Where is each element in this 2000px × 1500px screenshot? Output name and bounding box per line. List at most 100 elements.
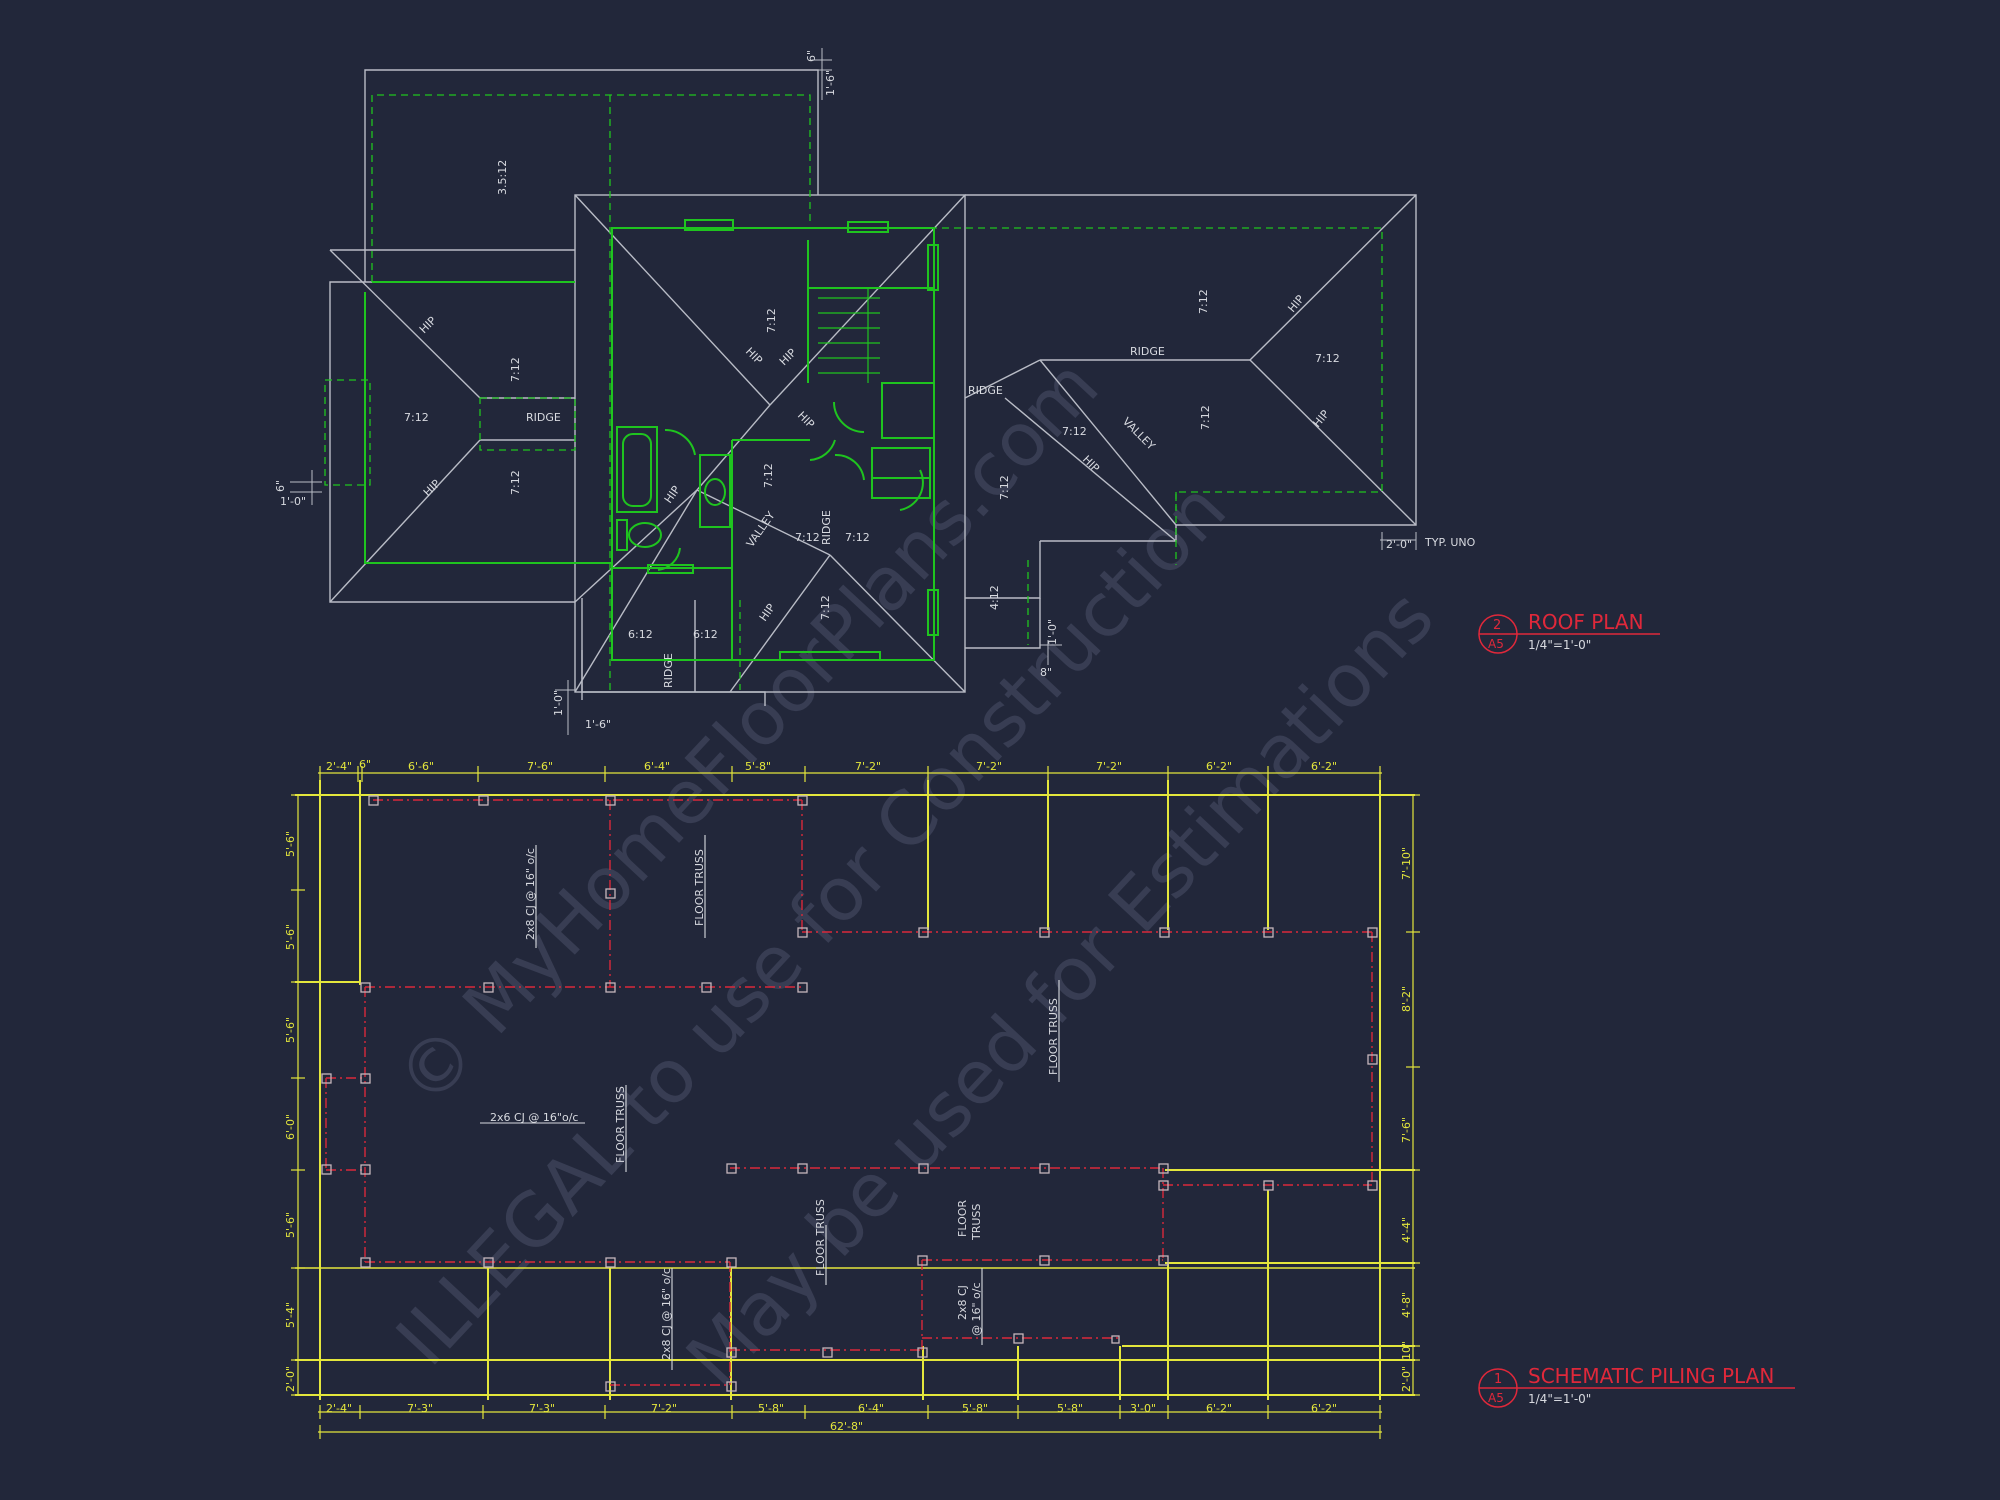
pile <box>483 982 494 993</box>
bottom-dim: 3'-0" <box>1130 1402 1156 1415</box>
note-floor-truss: FLOOR TRUSS <box>1047 998 1060 1075</box>
hip-label: HIP <box>743 345 765 367</box>
bottom-dim: 7'-3" <box>407 1402 433 1415</box>
pile <box>605 982 616 993</box>
ridge-label: RIDGE <box>820 510 833 545</box>
pitch-3-5-12: 3.5:12 <box>496 160 509 195</box>
dim-one-six: 1'-6" <box>585 718 611 731</box>
ridge-label: RIDGE <box>968 384 1003 397</box>
dim-one-six: 1'-6" <box>824 70 837 96</box>
bottom-dimensions: 2'-4" 7'-3" 7'-3" 7'-2" 5'-8" 6'-4" 5'-8… <box>326 1402 1337 1433</box>
pile <box>1263 927 1274 938</box>
typ-uno-label: TYP. UNO <box>1424 536 1476 549</box>
hip-label: HIP <box>777 346 799 368</box>
note-floor-truss: FLOOR TRUSS <box>614 1086 627 1163</box>
piling-plan-title: 1 A5 SCHEMATIC PILING PLAN 1/4"=1'-0" <box>1478 1364 1795 1408</box>
hip-label: HIP <box>1310 407 1332 430</box>
bottom-dim: 2'-4" <box>326 1402 352 1415</box>
pitch-7-12: 7:12 <box>1062 425 1087 438</box>
pitch-6-12: 6:12 <box>693 628 718 641</box>
dim-one-zero: 1'-0" <box>552 690 565 716</box>
piling-plan-title-text: SCHEMATIC PILING PLAN <box>1528 1364 1774 1388</box>
stairs <box>818 288 880 383</box>
pile <box>726 1163 737 1174</box>
pitch-7-12: 7:12 <box>1197 289 1210 314</box>
dim-two-zero: 2'-0" <box>1386 538 1412 551</box>
left-dim: 2'-0" <box>284 1366 297 1392</box>
right-dim: 8'-2" <box>1400 986 1413 1012</box>
pile <box>605 1381 616 1392</box>
piling-beams <box>325 799 1373 1386</box>
left-dimensions: 5'-6" 5'-6" 5'-6" 6'-0" 5'-6" 5'-4" 2'-0… <box>284 831 297 1392</box>
pile <box>605 795 616 806</box>
right-dim: 4'-8" <box>1400 1292 1413 1318</box>
pile <box>483 1257 494 1268</box>
pitch-7-12: 7:12 <box>509 357 522 382</box>
note-cj-2x8-b: 2x8 CJ @ 16" o/c <box>660 1268 673 1360</box>
roof-dim-marks <box>290 48 1417 735</box>
pitch-7-12: 7:12 <box>998 475 1011 500</box>
bottom-dim: 7'-3" <box>529 1402 555 1415</box>
dim-six-in: 6" <box>274 480 287 492</box>
hip-label: HIP <box>421 477 443 499</box>
ridge-label: RIDGE <box>662 653 675 688</box>
pile <box>605 888 616 899</box>
pile <box>360 1164 371 1175</box>
roof-plan: 3.5:12 HIP HIP 7:12 7:12 RIDGE 7:12 7:12… <box>274 48 1660 735</box>
pile <box>797 927 808 938</box>
dim-eight-in: 8" <box>1040 666 1052 679</box>
pile <box>1039 927 1050 938</box>
piling-plan-bubble-top: 1 <box>1494 1372 1502 1387</box>
pitch-7-12: 7:12 <box>845 531 870 544</box>
top-dim: 6'-6" <box>408 760 434 773</box>
pile <box>360 1257 371 1268</box>
top-dim: 7'-6" <box>527 760 553 773</box>
pile <box>726 1347 737 1358</box>
bottom-dim: 5'-8" <box>758 1402 784 1415</box>
valley-label: VALLEY <box>1120 415 1158 453</box>
note-cj-2x8-c-spacing: @ 16" o/c <box>970 1282 983 1336</box>
left-dim: 5'-6" <box>284 1212 297 1238</box>
hip-label: HIP <box>417 314 439 336</box>
right-dim: 7'-10" <box>1400 847 1413 880</box>
pile <box>1367 927 1378 938</box>
pile <box>1367 1054 1378 1065</box>
left-dim: 5'-6" <box>284 924 297 950</box>
hip-label: HIP <box>757 601 778 624</box>
pile <box>918 1163 929 1174</box>
top-dim: 7'-2" <box>976 760 1002 773</box>
note-floor-truss: FLOOR TRUSS <box>814 1199 827 1276</box>
right-dim: 2'-0" <box>1400 1366 1413 1392</box>
pile <box>478 795 489 806</box>
dim-one-zero: 1'-0" <box>280 495 306 508</box>
pitch-4-12: 4:12 <box>988 585 1001 610</box>
dim-six-in: 6" <box>805 50 818 62</box>
roof-plan-bubble-bottom: A5 <box>1488 637 1504 651</box>
hip-label: HIP <box>1285 292 1307 315</box>
roof-plan-bubble-top: 2 <box>1493 618 1501 633</box>
pitch-7-12: 7:12 <box>819 595 832 620</box>
pile <box>1039 1163 1050 1174</box>
pile <box>1263 1180 1274 1191</box>
hip-label: HIP <box>795 409 817 431</box>
pile <box>1158 1180 1169 1191</box>
ridge-label: RIDGE <box>526 411 561 424</box>
roof-plan-scale: 1/4"=1'-0" <box>1528 638 1591 652</box>
pile <box>797 795 808 806</box>
top-dim: 6'-4" <box>644 760 670 773</box>
bottom-dim: 6'-4" <box>858 1402 884 1415</box>
bottom-dim: 5'-8" <box>962 1402 988 1415</box>
pile <box>1013 1333 1024 1344</box>
piles <box>321 795 1378 1392</box>
pile <box>726 1257 737 1268</box>
pile <box>701 982 712 993</box>
hip-label: HIP <box>1080 453 1102 475</box>
left-dim: 6'-0" <box>284 1114 297 1140</box>
overall-dim: 62'-8" <box>830 1420 863 1433</box>
pile <box>1159 927 1170 938</box>
pitch-7-12: 7:12 <box>765 308 778 333</box>
top-dim: 5'-8" <box>745 760 771 773</box>
left-dim: 5'-4" <box>284 1302 297 1328</box>
pile <box>321 1073 332 1084</box>
